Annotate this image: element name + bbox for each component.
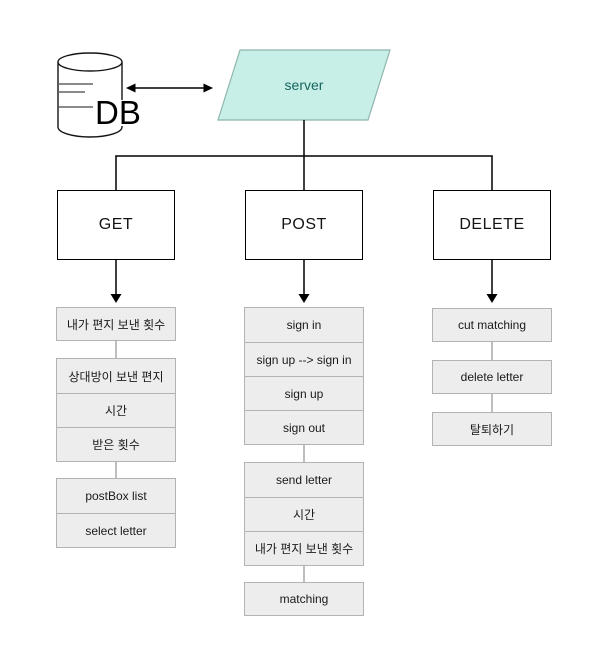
get-item-group-2: postBox list select letter xyxy=(56,478,176,548)
branch-lines xyxy=(115,120,493,191)
get-item-sent-count: 내가 편지 보낸 횟수 xyxy=(56,307,176,341)
item-connector-lines xyxy=(115,340,493,584)
post-down-arrow-icon xyxy=(298,260,310,303)
post-item-sign-out: sign out xyxy=(245,410,363,444)
get-item-partner-letters: 상대방이 보낸 편지 xyxy=(68,369,164,384)
get-box: GET xyxy=(57,190,175,260)
delete-item-delete-letter: delete letter xyxy=(432,360,552,394)
post-item-matching: matching xyxy=(244,582,364,616)
get-item-postbox-list: postBox list xyxy=(85,489,147,503)
post-item-group-1: sign in sign up --> sign in sign up sign… xyxy=(244,307,364,445)
post-item-sign-up: sign up xyxy=(245,376,363,410)
delete-box: DELETE xyxy=(433,190,551,260)
get-item-select-letter: select letter xyxy=(57,513,175,547)
post-item-time: 시간 xyxy=(245,497,363,531)
post-item-send-letter: send letter xyxy=(275,473,333,487)
get-down-arrow-icon xyxy=(110,260,122,303)
post-box: POST xyxy=(245,190,363,260)
server-shape xyxy=(217,49,391,121)
db-server-double-arrow-icon xyxy=(126,83,213,93)
server-label: server xyxy=(284,77,324,93)
db-label-backdrop xyxy=(94,100,140,126)
delete-item-cut-matching: cut matching xyxy=(432,308,552,342)
delete-item-withdraw: 탈퇴하기 xyxy=(432,412,552,446)
get-item-group-1: 상대방이 보낸 편지 시간 받은 횟수 xyxy=(56,358,176,462)
db-label: DB xyxy=(95,94,141,131)
post-item-sign-up-to-sign-in: sign up --> sign in xyxy=(245,342,363,376)
get-item-received-count: 받은 횟수 xyxy=(57,427,175,461)
post-item-group-2: send letter 시간 내가 편지 보낸 횟수 xyxy=(244,462,364,566)
delete-down-arrow-icon xyxy=(486,260,498,303)
post-item-sign-in: sign in xyxy=(286,318,322,332)
get-item-time: 시간 xyxy=(57,393,175,427)
post-item-sent-count: 내가 편지 보낸 횟수 xyxy=(245,531,363,565)
